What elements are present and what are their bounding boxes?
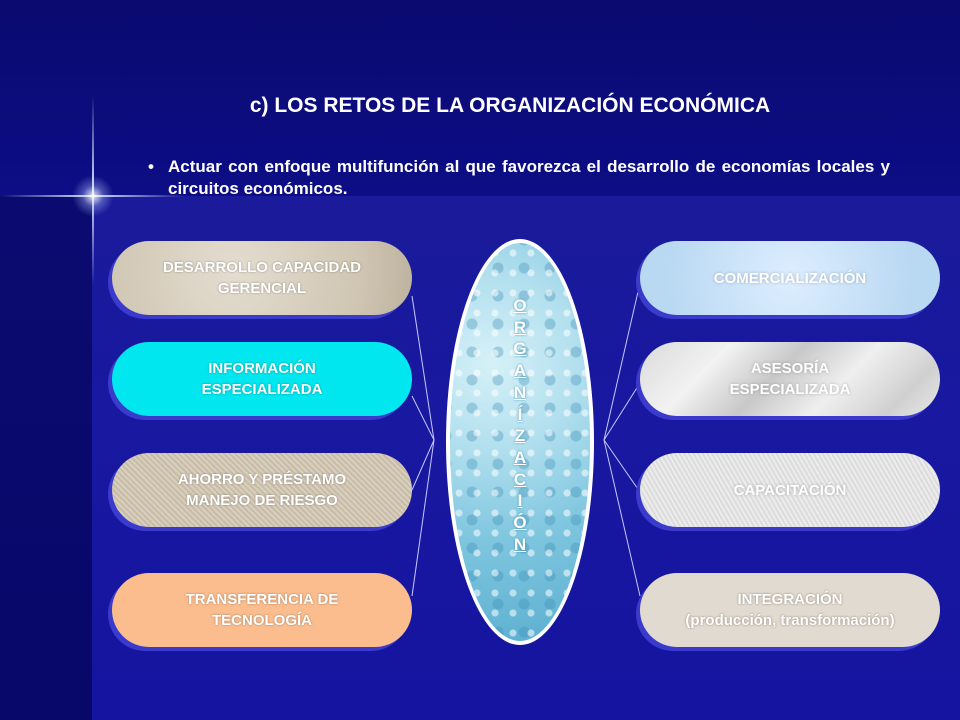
background-top-band: [0, 0, 960, 196]
letter: Z: [514, 426, 526, 446]
connector-right-4: [603, 439, 641, 597]
letter: N: [513, 534, 527, 554]
box-label-line2: TECNOLOGÍA: [211, 612, 312, 629]
box-label-line1: TRANSFERENCIA DE: [185, 591, 339, 608]
letter: G: [513, 339, 527, 359]
box-label-line1: COMERCIALIZACIÓN: [713, 269, 867, 287]
letter: A: [513, 447, 527, 467]
letter: A: [513, 361, 527, 381]
letter: I: [517, 491, 523, 511]
box-label-line1: INTEGRACIÓN: [737, 591, 843, 608]
vertical-word-organizacion: O R G A N Í Z A C I Ó N: [450, 295, 590, 555]
connector-right-2: [603, 382, 641, 441]
background-left-band: [0, 196, 92, 720]
connector-right-1: [603, 282, 641, 441]
connector-right-3: [603, 439, 641, 493]
box-label-line2: MANEJO DE RIESGO: [186, 492, 338, 509]
organizacion-ellipse: O R G A N Í Z A C I Ó N: [446, 239, 594, 645]
box-label-line1: CAPACITACIÓN: [733, 481, 847, 499]
letter: N: [513, 382, 527, 402]
box-label-line2: ESPECIALIZADA: [201, 381, 323, 398]
connector-left-3: [411, 439, 435, 491]
box-asesoria-especializada: ASESORÍA ESPECIALIZADA: [640, 342, 940, 416]
letter: Í: [517, 404, 523, 424]
box-integracion: INTEGRACIÓN (producción, transformación): [640, 573, 940, 647]
box-label-line2: ESPECIALIZADA: [729, 381, 851, 398]
bullet-point: • Actuar con enfoque multifunción al que…: [148, 156, 890, 200]
box-label-line1: AHORRO Y PRÉSTAMO: [177, 471, 347, 488]
bullet-dot: •: [148, 157, 154, 176]
letter: O: [513, 296, 527, 315]
letter: R: [513, 317, 527, 337]
box-label-line2: (producción, transformación): [685, 612, 895, 629]
water-drops-texture: [450, 243, 590, 641]
star-flare-glow: [72, 175, 114, 217]
box-label-line1: ASESORÍA: [750, 360, 830, 377]
box-label-line1: DESARROLLO CAPACIDAD: [162, 259, 362, 276]
letter: C: [513, 469, 527, 489]
connector-left-2: [411, 395, 435, 441]
box-label-line1: INFORMACIÓN: [208, 360, 316, 377]
letter: Ó: [513, 513, 527, 533]
box-informacion-especializada: INFORMACIÓN ESPECIALIZADA: [112, 342, 412, 416]
bullet-text: Actuar con enfoque multifunción al que f…: [168, 157, 890, 198]
box-comercializacion: COMERCIALIZACIÓN: [640, 241, 940, 315]
slide-title: c) LOS RETOS DE LA ORGANIZACIÓN ECONÓMIC…: [249, 94, 771, 117]
connector-left-4: [411, 439, 435, 597]
box-desarrollo-capacidad: DESARROLLO CAPACIDAD GERENCIAL: [112, 241, 412, 315]
connector-left-1: [411, 295, 435, 441]
box-transferencia-tecnologia: TRANSFERENCIA DE TECNOLOGÍA: [112, 573, 412, 647]
box-label-line2: GERENCIAL: [217, 280, 307, 297]
box-capacitacion: CAPACITACIÓN: [640, 453, 940, 527]
box-ahorro-prestamo: AHORRO Y PRÉSTAMO MANEJO DE RIESGO: [112, 453, 412, 527]
